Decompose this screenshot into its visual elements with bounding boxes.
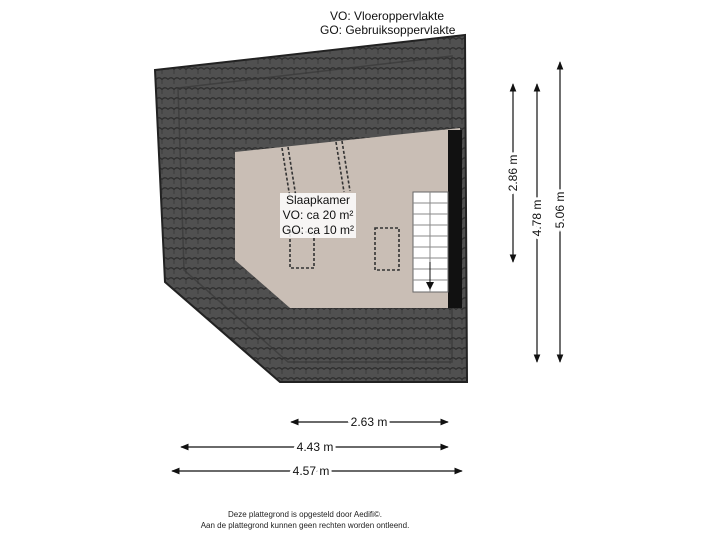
dim-label-286: 2.86 m: [506, 155, 520, 192]
room-vo: VO: ca 20 m²: [282, 208, 354, 222]
legend-go: GO: Gebruiksoppervlakte: [320, 23, 456, 37]
dimension-lines: [171, 61, 564, 475]
dim-label-478: 4.78 m: [530, 200, 544, 237]
dim-label-263: 2.63 m: [351, 415, 388, 429]
roof-window-right: [335, 140, 400, 271]
dim-label-457: 4.57 m: [293, 464, 330, 478]
dim-label-506: 5.06 m: [553, 192, 567, 229]
dim-label-443: 4.43 m: [297, 440, 334, 454]
room-name: Slaapkamer: [286, 193, 351, 207]
footer-line-2: Aan de plattegrond kunnen geen rechten w…: [200, 521, 410, 530]
legend-vo: VO: Vloeroppervlakte: [330, 9, 445, 23]
footer-line-1: Deze plattegrond is opgesteld door Aedif…: [228, 510, 382, 519]
room-label: Slaapkamer VO: ca 20 m² GO: ca 10 m²: [280, 193, 357, 238]
wall: [448, 130, 462, 308]
stairs: [412, 191, 449, 293]
room-go: GO: ca 10 m²: [282, 223, 355, 237]
